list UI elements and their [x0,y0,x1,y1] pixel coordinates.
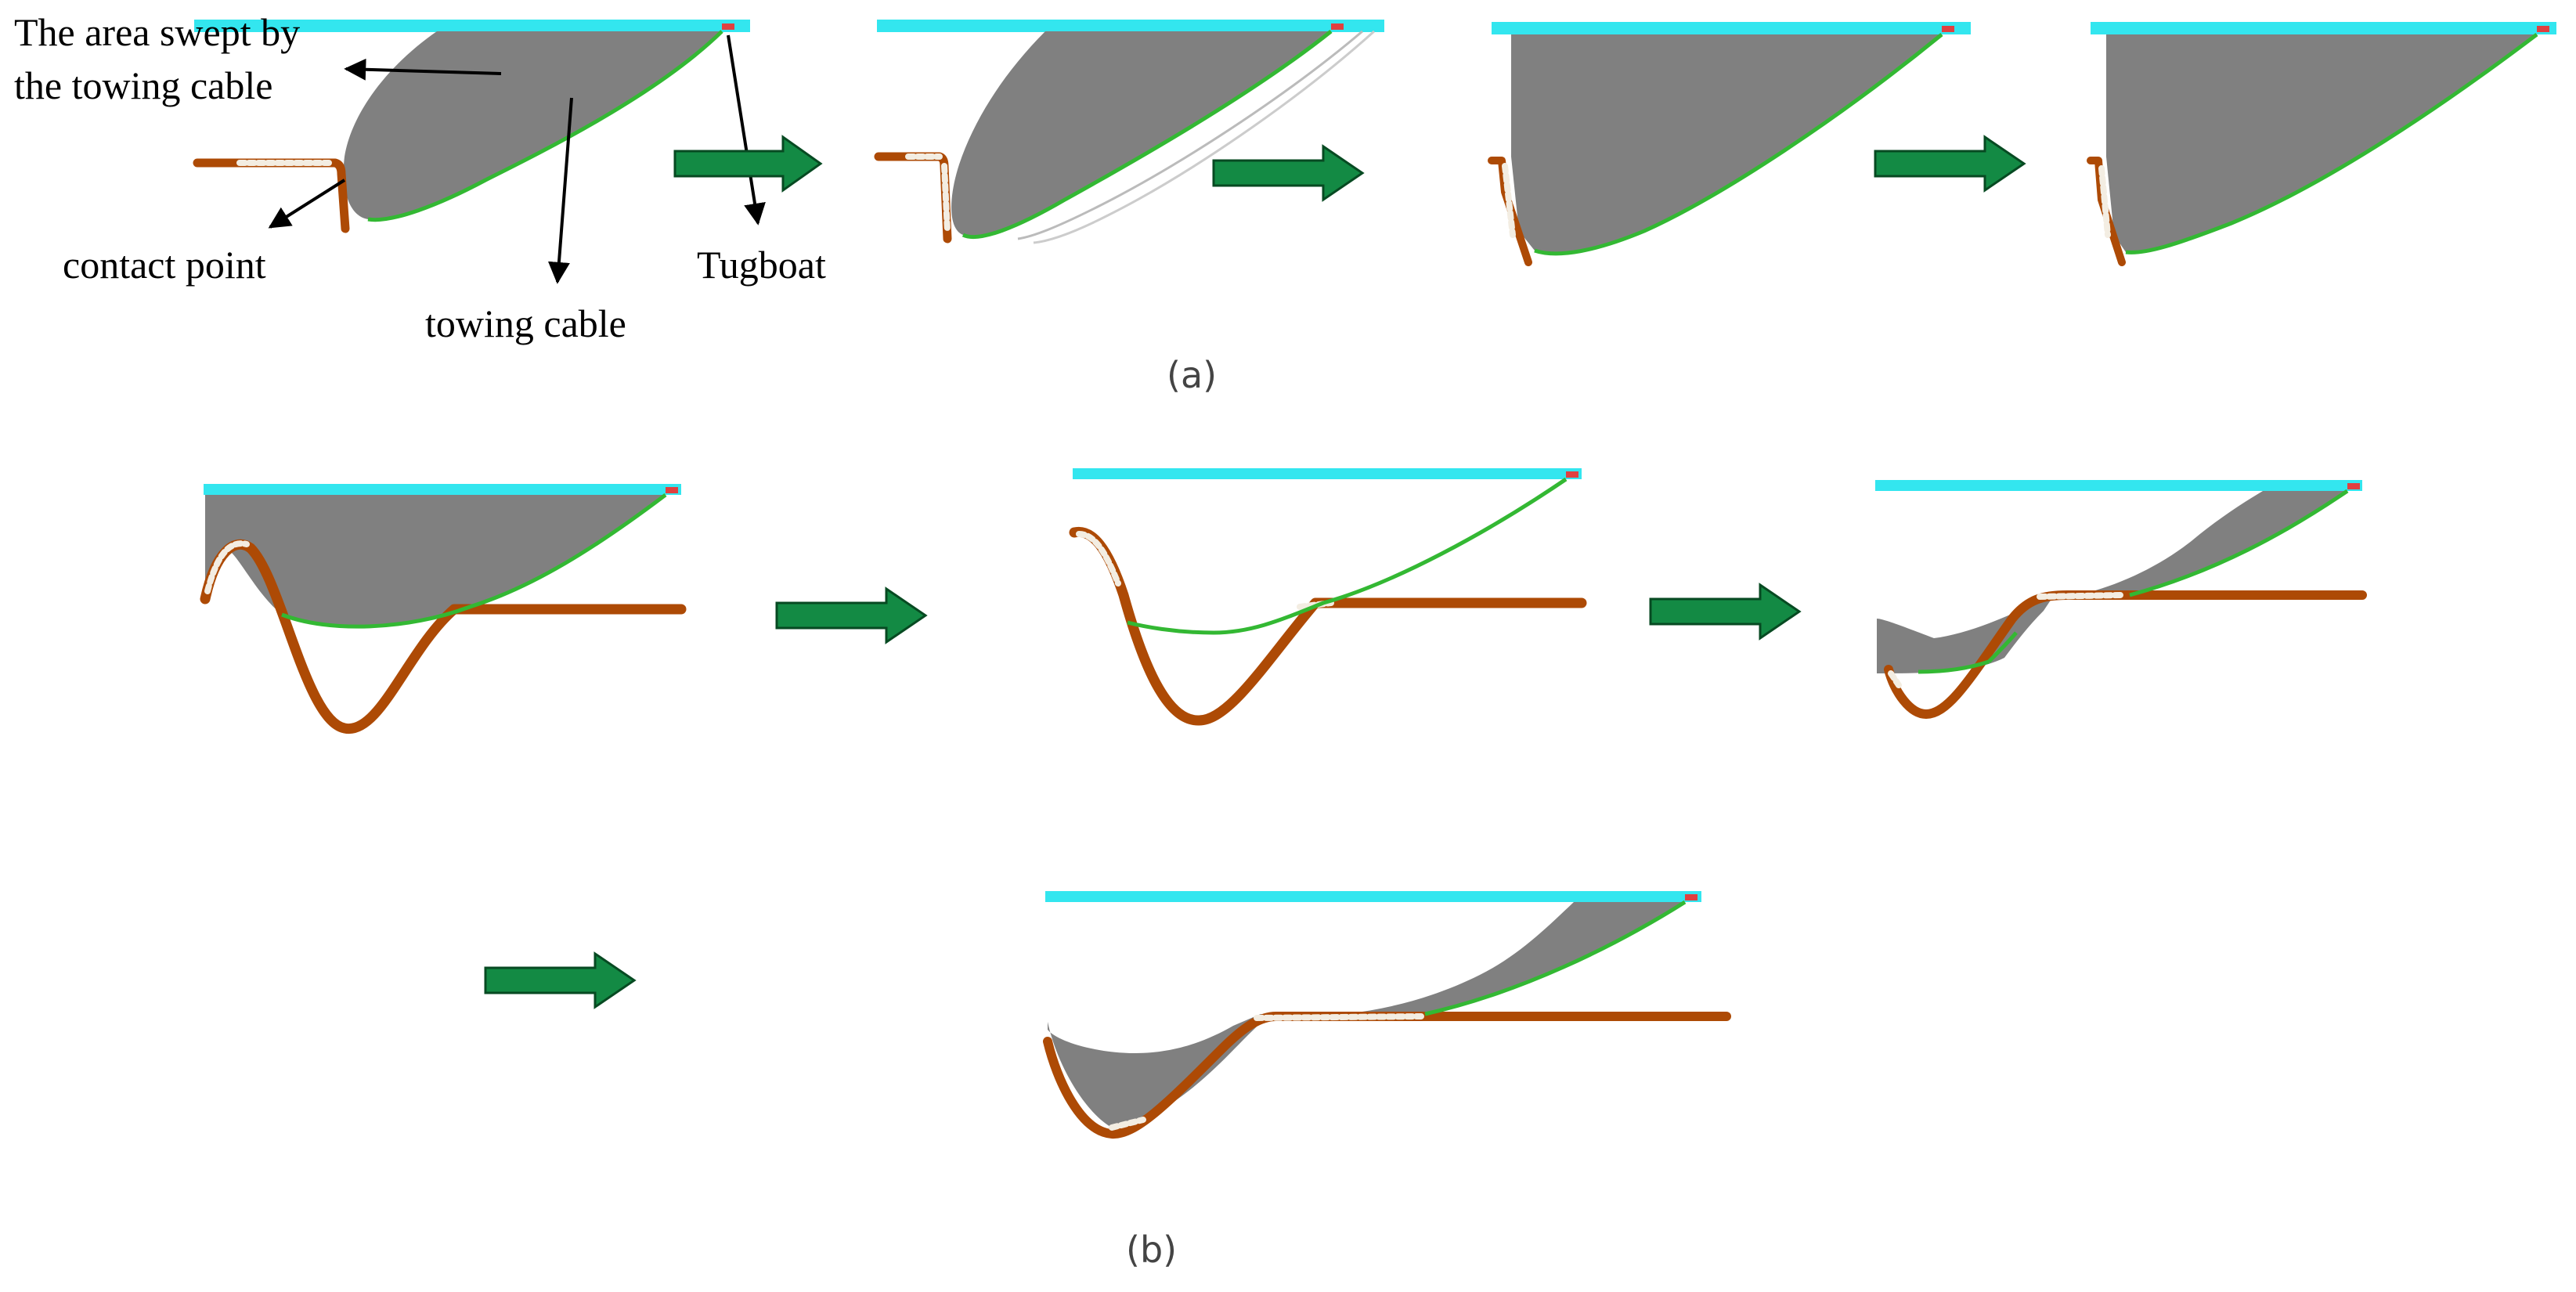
towing-cable [1534,33,1943,256]
tugboat [1685,894,1697,900]
seabed [1884,590,2367,719]
tugboat [1331,23,1344,30]
tugboat [666,487,678,493]
tugboat [722,23,734,30]
panel-a3 [1488,22,1971,266]
leader-contact-point [268,179,346,229]
sea-surface [1045,891,1701,902]
panel-b3 [1875,480,2367,719]
label-tugboat: Tugboat [697,243,826,287]
progress-arrow-a2 [1212,144,1365,202]
swept-area [2106,34,2537,253]
panel-b1 [200,484,687,734]
sea-surface [194,20,750,32]
contact-points [2098,165,2111,238]
cable-trail [1017,30,1363,240]
caption-a: (a) [1167,354,1217,396]
progress-arrow-b3 [484,951,637,1009]
sea-surface [1073,468,1582,479]
panel-b4 [1043,891,1731,1139]
sea-surface [877,20,1384,32]
contact-points [204,540,250,594]
tugboat [2537,26,2549,32]
progress-arrow-a3 [1874,135,2026,193]
label-towing-cable: towing cable [425,301,626,345]
seabed [874,152,952,244]
towing-cable [961,30,1333,240]
sea-surface [204,484,681,495]
right-arrow-icon [673,135,823,193]
sea-surface [1492,22,1971,34]
label-swept-area-line1: The area swept by [14,10,300,54]
right-arrow-icon [484,951,637,1009]
label-contact-point: contact point [63,243,266,287]
progress-arrow-b2 [1649,583,1802,641]
right-arrow-icon [1874,135,2026,193]
swept-area [1511,34,1942,254]
sea-surface [2091,22,2556,34]
swept-area [1877,491,2347,673]
cable-trail [1033,30,1376,244]
tugboat [1942,26,1954,32]
panel-a1 [193,20,750,233]
leader-swept-area [344,58,502,81]
swept-area [205,495,666,627]
towing-cable [367,30,723,222]
leader-tugboat [727,34,766,226]
panel-a1-annotations: The area swept by the towing cable conta… [14,10,826,345]
swept-area [343,31,722,220]
panel-a2 [874,20,1384,244]
contact-points [905,153,951,234]
towing-cable [1918,489,2349,674]
right-arrow-icon [1212,144,1365,202]
right-arrow-icon [1649,583,1802,641]
panel-b2 [1069,468,1587,726]
contact-points [1502,163,1516,238]
seabed [1043,1012,1731,1139]
panel-a4 [2087,22,2556,266]
seabed [193,158,350,233]
sea-surface [1875,480,2362,491]
towing-cable [1127,477,1568,635]
caption-b: (b) [1126,1229,1177,1271]
towing-cable [281,493,667,629]
label-swept-area-line2: the towing cable [14,63,272,107]
leader-towing-cable [547,97,573,284]
progress-arrow-a1 [673,135,823,193]
swept-area [951,31,1331,237]
towing-cable [2125,33,2538,254]
progress-arrow-b1 [775,586,928,644]
towing-cable [1424,900,1687,1016]
contact-points [1888,592,2125,688]
contact-points [1109,1013,1424,1131]
tugboat [2347,483,2360,489]
tugboat [1566,471,1578,478]
right-arrow-icon [775,586,928,644]
